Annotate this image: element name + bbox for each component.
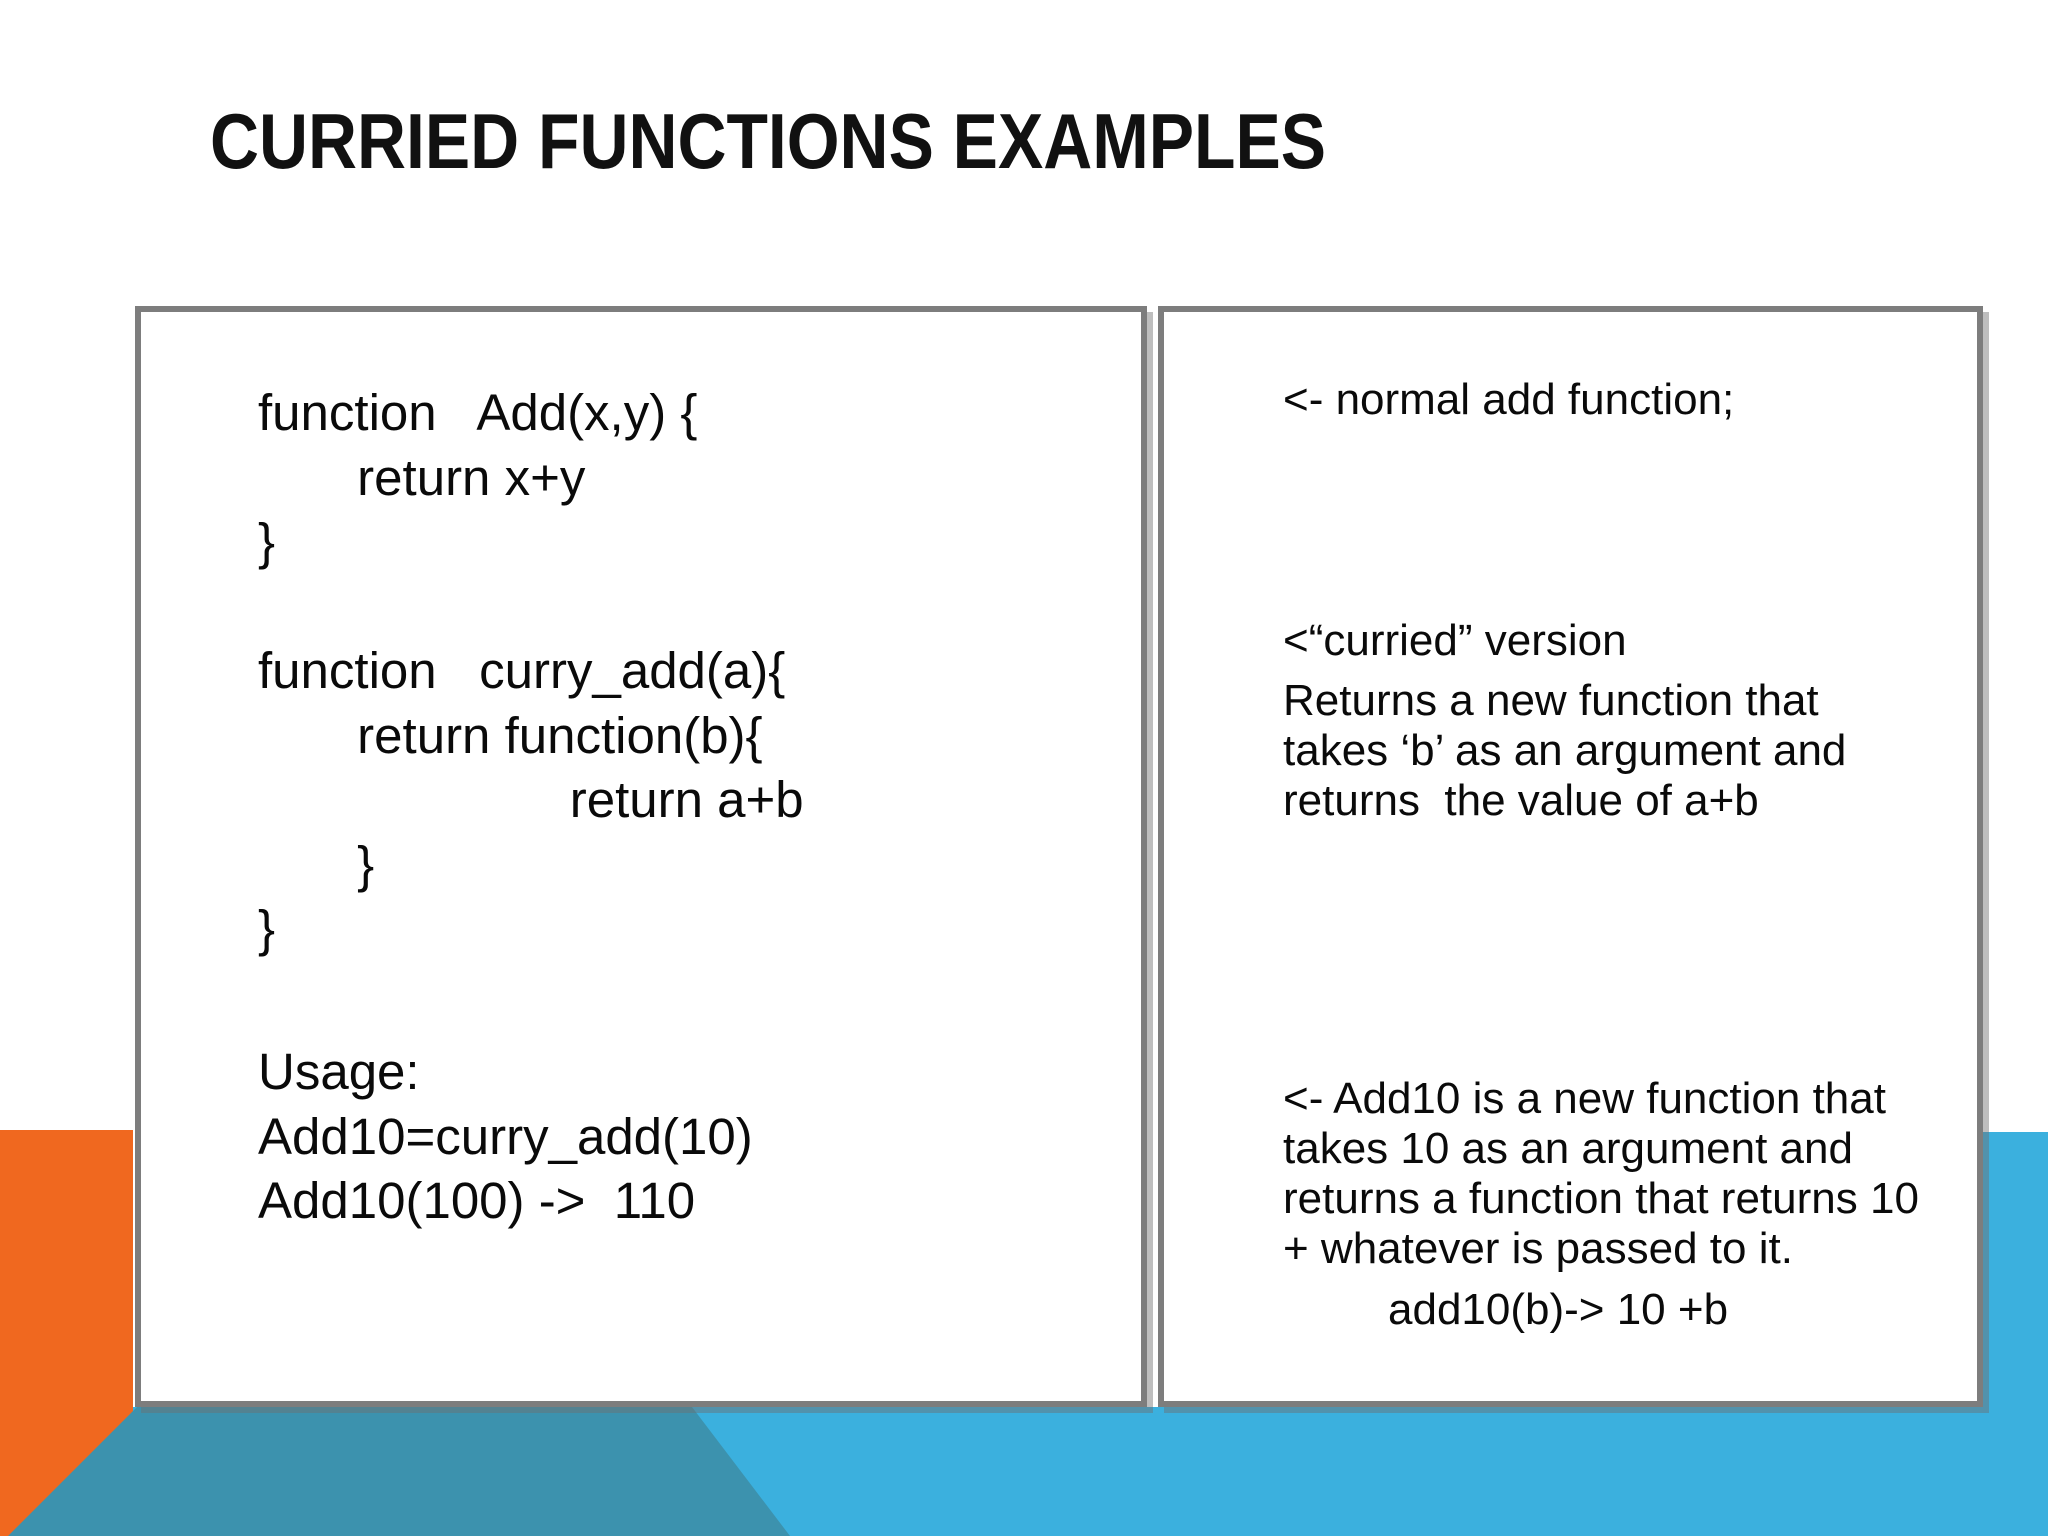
text-line: function curry_add(a){ <box>258 642 786 699</box>
text-line: <- Add10 is a new function that <box>1283 1074 1886 1123</box>
teal-accent-shape <box>8 1407 790 1536</box>
annotation-curried-header-text: <“curried” version <box>1283 616 1627 665</box>
text-line: } <box>258 835 375 893</box>
text-line: return function(b){ <box>258 706 763 764</box>
text-line: Add10=curry_add(10) <box>258 1107 753 1165</box>
text-line: Add10(100) -> 110 <box>258 1172 696 1229</box>
text-line: + whatever is passed to it. <box>1283 1224 1793 1273</box>
annotation-normal-add-text: <- normal add function; <box>1283 375 1735 424</box>
code-panel: function Add(x,y) { return x+y} function… <box>135 306 1147 1407</box>
text-line: return x+y <box>258 448 586 506</box>
annotation-curried-header: <“curried” version <box>1283 616 1627 666</box>
text-line: Returns a new function that <box>1283 676 1819 725</box>
slide-title: CURRIED FUNCTIONS EXAMPLES <box>210 102 1493 180</box>
text-line: } <box>258 513 276 570</box>
text-line: takes ‘b’ as an argument and <box>1283 726 1847 775</box>
notes-panel: <- normal add function; <“curried” versi… <box>1158 306 1983 1407</box>
usage-block: Usage: Add10=curry_add(10) Add10(100) -> 1… <box>258 1040 753 1234</box>
annotation-normal-add: <- normal add function; <box>1283 375 1734 425</box>
text-line: return a+b <box>258 771 804 828</box>
text-line: returns a function that returns 10 <box>1283 1174 1919 1223</box>
text-line: } <box>258 900 276 957</box>
text-line: Usage: <box>258 1043 420 1100</box>
slide-title-text: CURRIED FUNCTIONS EXAMPLES <box>210 97 1326 185</box>
text-line: function Add(x,y) { <box>258 384 698 441</box>
annotation-add10-result: add10(b)-> 10 +b <box>1388 1285 1729 1334</box>
blue-right-accent-shape <box>1983 1132 2048 1536</box>
text-line: returns the value of a+b <box>1283 776 1759 825</box>
text-line <box>258 575 804 640</box>
code-block: function Add(x,y) { return x+y} function… <box>258 381 804 962</box>
text-line: takes 10 as an argument and <box>1283 1124 1853 1173</box>
